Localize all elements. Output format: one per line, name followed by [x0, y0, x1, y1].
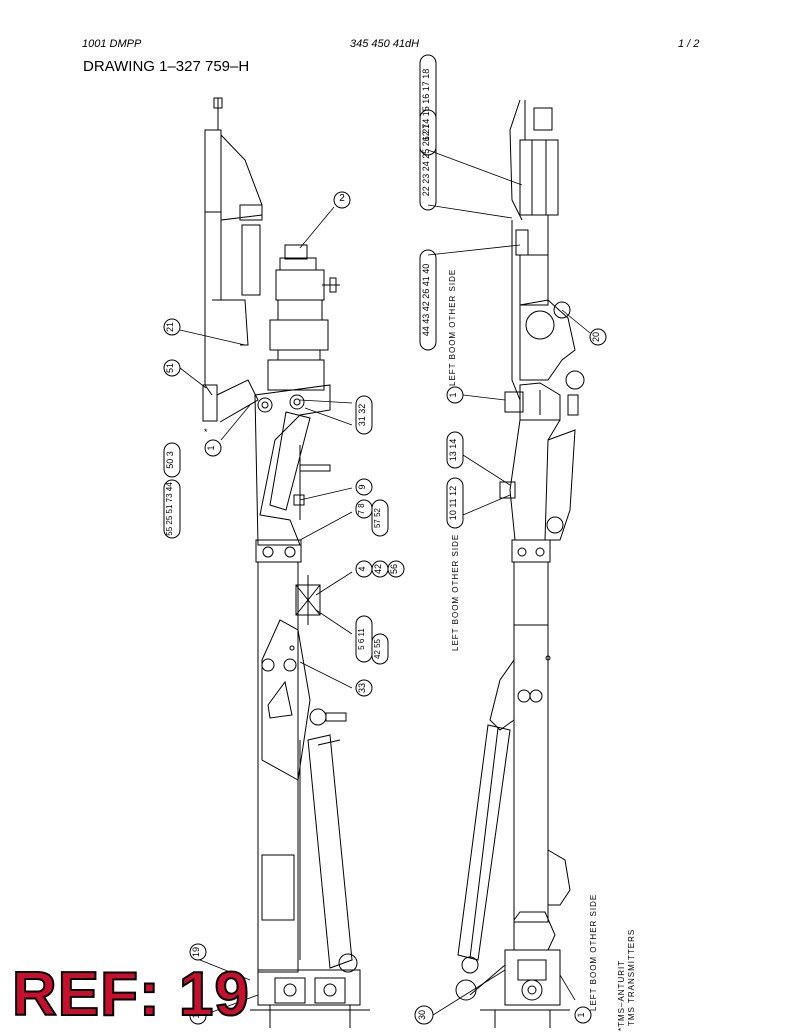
- callout-57-52-58-59: 57 52: [373, 507, 382, 529]
- label-left-boom-other-side-1: LEFT BOOM OTHER SIDE: [448, 268, 457, 386]
- ref-label: REF: 19: [11, 960, 250, 1029]
- left-boom-top-plate: [204, 129, 222, 213]
- callout-5-6-11: 5 6 11: [357, 628, 366, 650]
- callout-2: 2: [339, 193, 345, 204]
- callout-13-14: 13 14: [448, 438, 458, 462]
- callout-55-44: 55 25 51 73 44: [165, 482, 174, 536]
- header-page-number: 1 / 2: [678, 38, 700, 50]
- callout-21: 21: [165, 322, 175, 333]
- left-callouts: [163, 191, 405, 1025]
- header-doc-id: 1001 DMPP: [82, 38, 142, 50]
- callout-40-44: 44 43 42 26 41 40: [421, 263, 431, 337]
- callout-50-3: 50 3: [165, 451, 175, 469]
- callout-56: 56: [389, 564, 399, 575]
- asterisk-mark: *: [204, 427, 208, 437]
- label-left-boom-other-side-3: LEFT BOOM OTHER SIDE: [589, 893, 598, 1011]
- callout-9: 9: [357, 484, 367, 490]
- callout-51: 51: [165, 363, 175, 374]
- label-tms-transmitters: TMS TRANSMITTERS: [627, 928, 636, 1026]
- callout-20: 20: [591, 332, 601, 343]
- callout-4: 4: [357, 566, 367, 572]
- label-left-boom-other-side-2: LEFT BOOM OTHER SIDE: [451, 533, 460, 651]
- callout-33: 33: [357, 683, 367, 694]
- callout-19: 19: [191, 947, 201, 958]
- left-boom-drawing: [202, 97, 370, 1028]
- right-boom-drawing: [455, 99, 585, 1028]
- callout-30: 30: [417, 1010, 427, 1021]
- callout-42-55: 42 55: [373, 638, 382, 660]
- callout-22-27: 22 23 24 25 26 27: [421, 123, 431, 197]
- callout-1-left: 1: [206, 445, 216, 451]
- callout-1-right: 1: [448, 392, 458, 398]
- callout-1-bottom-right: 1: [576, 1012, 586, 1018]
- callout-7-8: 7 8: [357, 503, 366, 515]
- right-callouts: [414, 54, 607, 1025]
- header-part-number: 345 450 41dH: [350, 38, 420, 50]
- drawing-title: DRAWING 1–327 759–H: [83, 58, 250, 75]
- callout-42: 42: [373, 564, 383, 575]
- left-boom-main-arm: [257, 561, 299, 973]
- right-boom-main-arm: [513, 561, 549, 923]
- callout-31-32: 31 32: [357, 403, 367, 427]
